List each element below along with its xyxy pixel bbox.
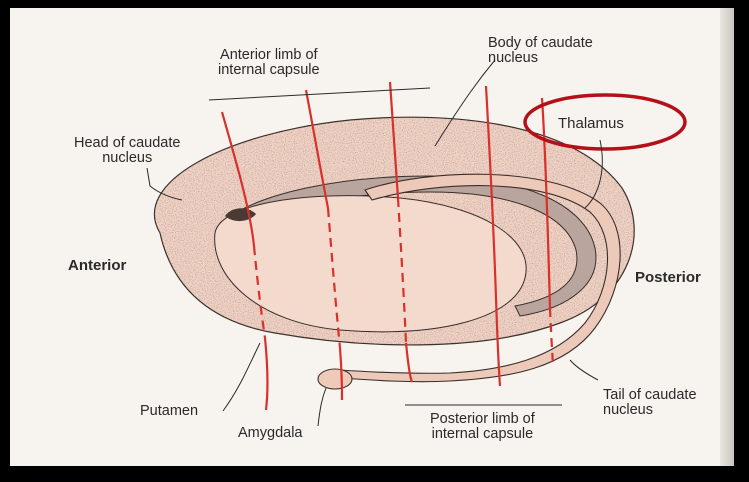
label-amygdala: Amygdala <box>238 426 302 441</box>
label-posterior-limb: Posterior limb of internal capsule <box>430 412 535 442</box>
label-tail-caudate-line2: nucleus <box>603 403 697 418</box>
label-body-caudate-line2: nucleus <box>488 51 593 66</box>
label-head-caudate: Head of caudate nucleus <box>74 136 180 166</box>
diagram-frame: Anterior limb of internal capsule Body o… <box>10 8 734 466</box>
label-anterior-limb-line1: Anterior limb of <box>218 48 320 63</box>
label-head-caudate-line2: nucleus <box>74 151 180 166</box>
label-anterior-limb: Anterior limb of internal capsule <box>218 48 320 78</box>
label-putamen: Putamen <box>140 404 198 419</box>
label-body-caudate: Body of caudate nucleus <box>488 36 593 66</box>
label-posterior-limb-line1: Posterior limb of <box>430 412 535 427</box>
amygdala-shape <box>318 369 352 389</box>
label-tail-caudate-line1: Tail of caudate <box>603 388 697 403</box>
label-posterior: Posterior <box>635 270 701 285</box>
label-thalamus: Thalamus <box>558 116 624 131</box>
label-anterior: Anterior <box>68 258 126 273</box>
label-tail-caudate: Tail of caudate nucleus <box>603 388 697 418</box>
label-anterior-limb-line2: internal capsule <box>218 63 320 78</box>
label-head-caudate-line1: Head of caudate <box>74 136 180 151</box>
label-posterior-limb-line2: internal capsule <box>430 427 535 442</box>
label-body-caudate-line1: Body of caudate <box>488 36 593 51</box>
